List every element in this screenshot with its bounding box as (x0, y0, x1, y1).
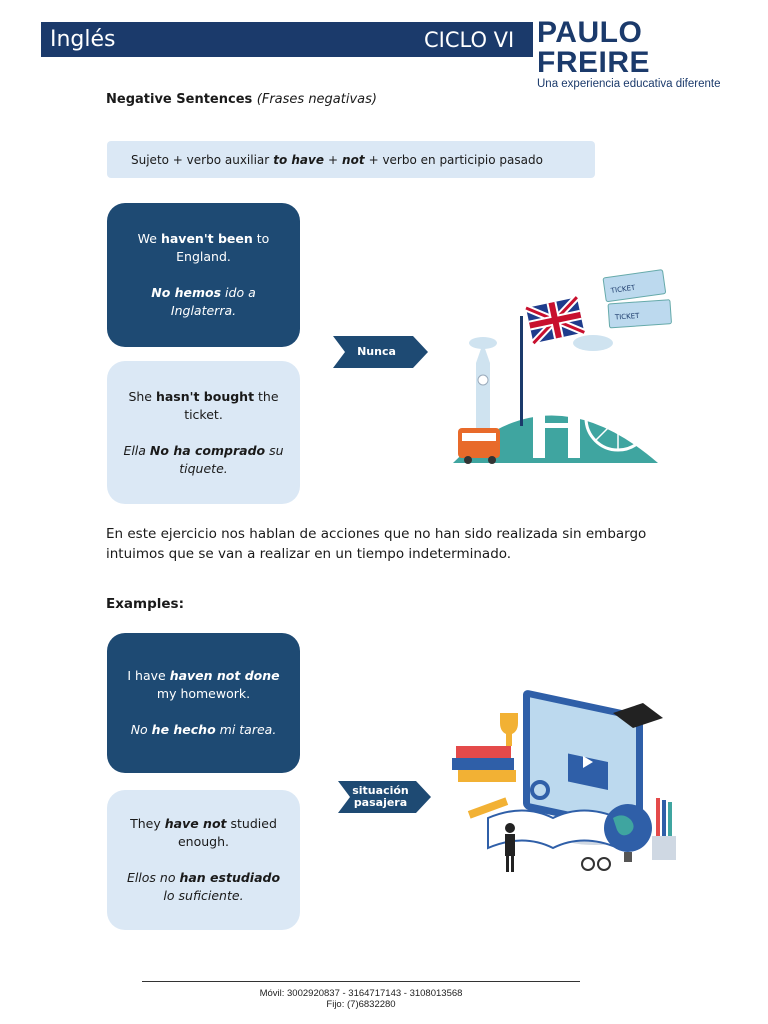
arrow-label-line2: pasajera (353, 796, 408, 809)
london-illustration: TICKET TICKET (448, 268, 678, 468)
section-title: Negative Sentences (Frases negativas) (106, 92, 377, 107)
footer-mobile: Móvil: 3002920837 - 3164717143 - 3108013… (259, 988, 463, 999)
card-english: She hasn't bought the ticket. (128, 388, 279, 422)
brand-name: PAULO FREIRE (537, 16, 651, 79)
brand-tagline: Una experiencia educativa diferente (537, 78, 721, 90)
card-english: I have haven not done my homework. (127, 668, 280, 701)
arrow-label-line1: situación (352, 784, 409, 797)
formula-not: not (342, 152, 365, 167)
section-subtitle: (Frases negativas) (256, 92, 377, 107)
card-english: They have not studied enough. (130, 816, 277, 849)
formula-to-have: to have (273, 152, 324, 167)
formula-part: Sujeto + verbo auxiliar (131, 152, 270, 167)
arrow-tag-situacion: situación pasajera (338, 781, 431, 813)
section-title-text: Negative Sentences (106, 92, 253, 107)
example-card-2: She hasn't bought the ticket. Ella No ha… (107, 361, 300, 504)
example-card-3: I have haven not done my homework. No he… (107, 633, 300, 773)
cycle-label: CICLO VI (424, 28, 515, 52)
example-card-1: We haven't been to England. No hemos ido… (107, 203, 300, 347)
card-english: We haven't been to England. (137, 231, 270, 264)
arrow-shape (333, 336, 428, 368)
examples-title: Examples: (106, 596, 184, 612)
header-bar (41, 22, 533, 57)
ticket-text: TICKET (614, 312, 641, 322)
subject-title: Inglés (50, 27, 116, 52)
footer-divider (142, 981, 580, 982)
brand-logo: PAULO FREIRE Una experiencia educativa d… (537, 16, 732, 91)
example-card-4: They have not studied enough. Ellos no h… (107, 790, 300, 930)
card-spanish: Ella No ha comprado su tiquete. (123, 442, 284, 476)
explanation-paragraph: En este ejercicio nos hablan de acciones… (106, 526, 647, 562)
footer-landline: Fijo: (7)6832280 (326, 999, 396, 1010)
card-spanish: No hemos ido a Inglaterra. (151, 285, 256, 318)
arrow-label: Nunca (357, 345, 396, 358)
formula-part: + verbo en participio pasado (368, 152, 543, 167)
ticket-text: TICKET (609, 284, 636, 296)
formula-part: + (327, 152, 339, 167)
elearning-illustration (448, 668, 678, 883)
arrow-shape (338, 781, 431, 813)
card-spanish: Ellos no han estudiado lo suficiente. (126, 870, 281, 903)
footer-contact: Móvil: 3002920837 - 3164717143 - 3108013… (142, 988, 580, 1010)
formula-box: Sujeto + verbo auxiliar to have + not + … (107, 141, 595, 178)
card-spanish: No he hecho mi tarea. (130, 722, 277, 737)
arrow-tag-nunca: Nunca (333, 336, 428, 368)
